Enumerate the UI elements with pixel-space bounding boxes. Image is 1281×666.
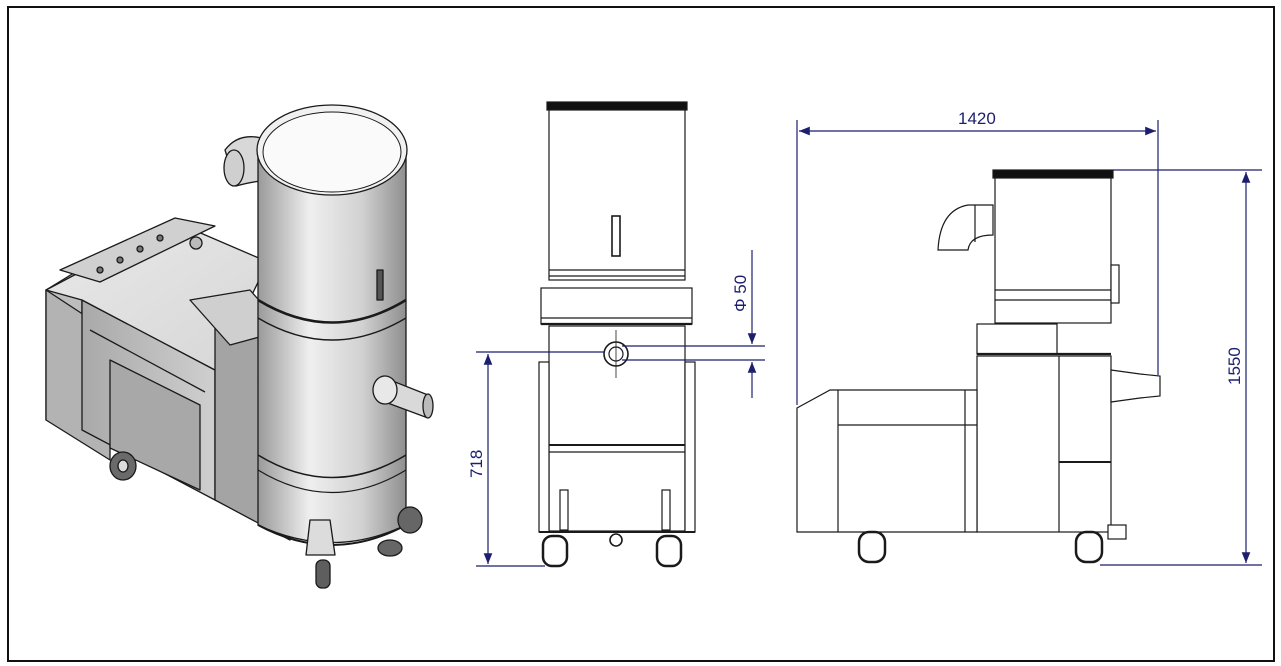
sheet-border <box>7 6 1275 662</box>
side-view <box>796 169 1161 564</box>
dimension-lines <box>476 120 1262 567</box>
front-view <box>538 101 696 568</box>
isometric-view <box>45 104 434 589</box>
dimension-inlet-diameter-label: Φ 50 <box>731 275 750 312</box>
dimension-width-label: 1420 <box>958 109 996 128</box>
dimension-height-label: 1550 <box>1225 347 1244 385</box>
dimension-inlet-height-label: 718 <box>467 450 486 478</box>
